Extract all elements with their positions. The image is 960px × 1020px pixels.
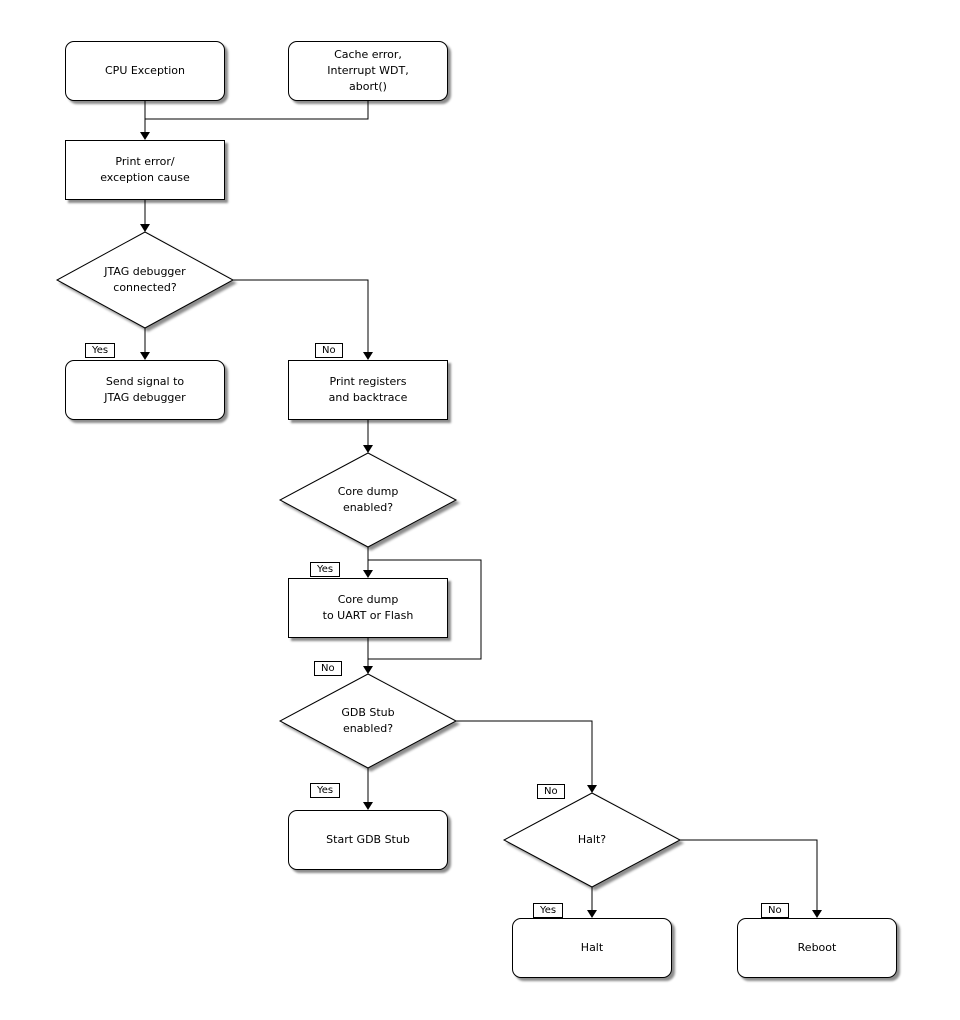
edge-group	[144, 101, 818, 910]
edge-label-core-dump-no: No	[314, 661, 342, 676]
diamond-core-dump-enabled	[278, 452, 458, 548]
diamond-label-core-dump-enabled: Core dump enabled?	[337, 485, 399, 514]
node-halt: Halt	[512, 918, 672, 978]
edge-label-core-dump-yes: Yes	[310, 562, 341, 577]
node-core-dump: Core dump to UART or Flash	[288, 578, 448, 638]
diamond-halt-question	[502, 792, 682, 888]
diamond-jtag-connected	[55, 231, 235, 329]
diamond-label-halt-question: Halt?	[577, 833, 607, 846]
node-print-registers: Print registers and backtrace	[288, 360, 448, 420]
diamond-label-jtag-connected: JTAG debugger connected?	[104, 265, 186, 294]
node-start-gdb-stub: Start GDB Stub	[288, 810, 448, 870]
edge-jtag-no	[233, 279, 369, 352]
node-reboot: Reboot	[737, 918, 897, 978]
diamond-label-gdb-stub-enabled: GDB Stub enabled?	[341, 706, 395, 735]
edge-label-jtag-no: No	[315, 343, 343, 358]
edge-label-gdb-no: No	[537, 784, 565, 799]
edge-halt-no	[680, 839, 818, 910]
node-print-error: Print error/ exception cause	[65, 140, 225, 200]
diamond-gdb-stub-enabled	[278, 673, 458, 769]
edge-arrowheads	[140, 132, 822, 918]
edge-label-jtag-yes: Yes	[85, 343, 116, 358]
edge-cache-error-merge	[145, 101, 369, 120]
edge-gdb-no	[456, 720, 593, 785]
edge-label-gdb-yes: Yes	[310, 783, 341, 798]
decision-diamonds	[55, 231, 682, 888]
node-cpu-exception: CPU Exception	[65, 41, 225, 101]
node-cache-error: Cache error, Interrupt WDT, abort()	[288, 41, 448, 101]
node-send-signal-jtag: Send signal to JTAG debugger	[65, 360, 225, 420]
edge-label-halt-yes: Yes	[533, 903, 564, 918]
edge-coredump-no-bypass	[368, 559, 482, 660]
edge-label-halt-no: No	[761, 903, 789, 918]
